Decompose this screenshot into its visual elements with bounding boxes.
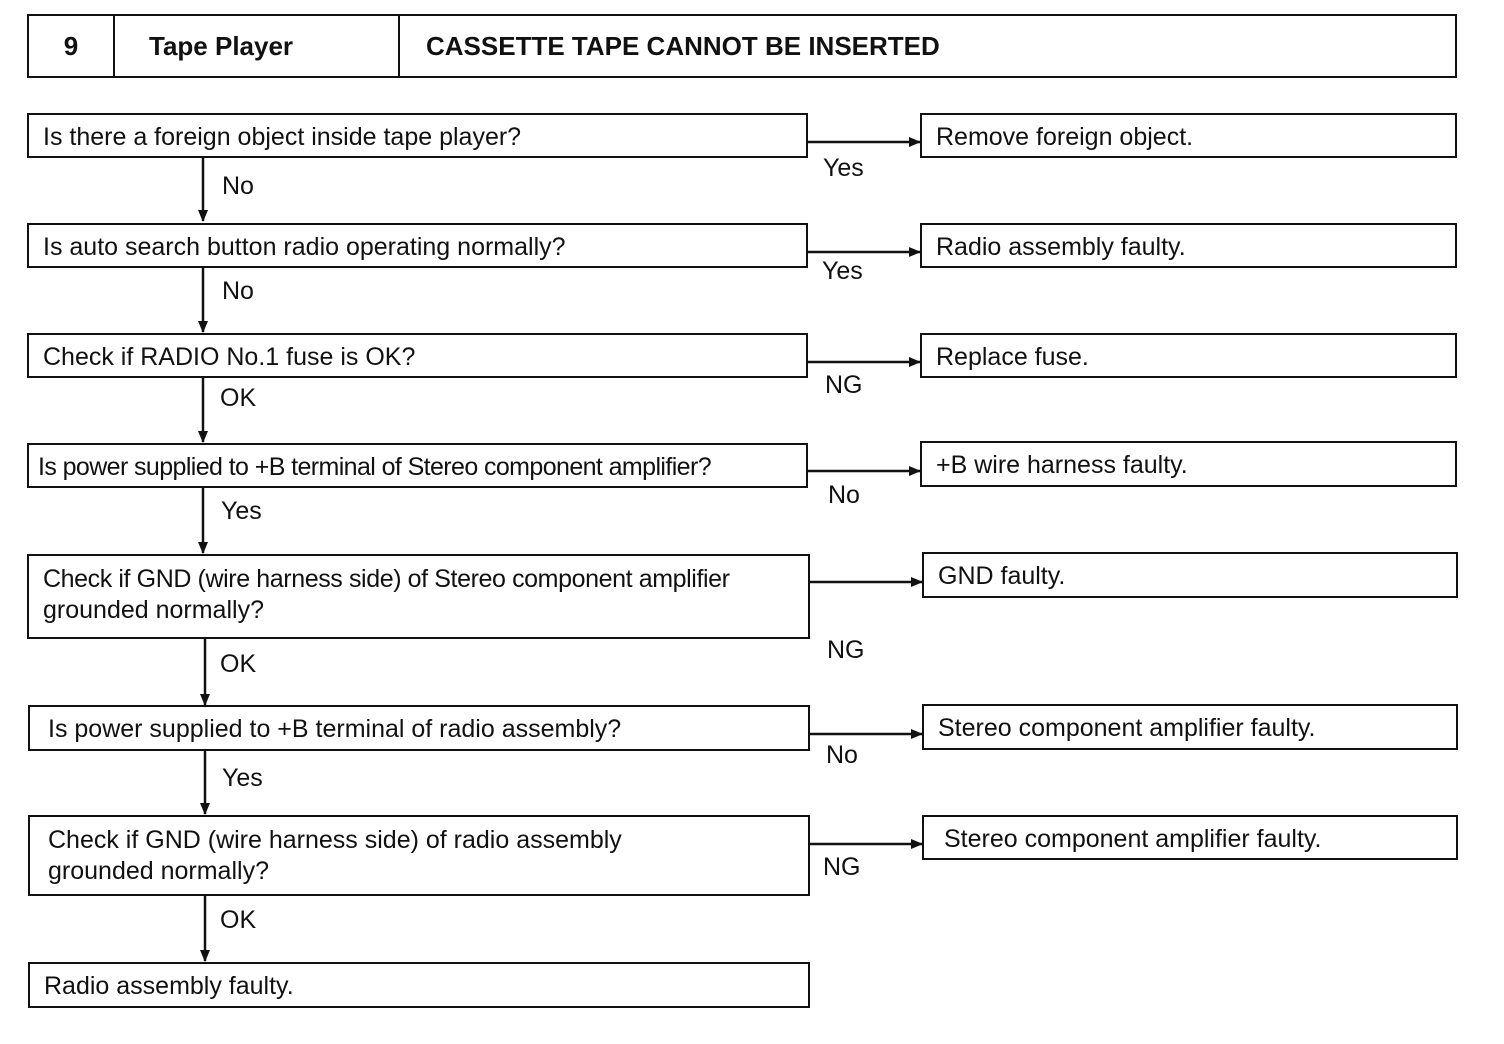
side-label-4: No	[828, 481, 860, 509]
side-label-1: Yes	[823, 154, 864, 182]
question-text-line-1: Check if GND (wire harness side) of radi…	[48, 826, 622, 854]
down-label-4: Yes	[221, 497, 262, 525]
result-box-1: Remove foreign object.	[920, 113, 1457, 158]
result-box-2: Radio assembly faulty.	[920, 223, 1457, 268]
down-label-1: No	[222, 172, 254, 200]
result-box-7: Stereo component amplifier faulty.	[922, 815, 1458, 860]
question-text: Is auto search button radio operating no…	[43, 233, 566, 261]
question-text-line-1: Check if GND (wire harness side) of Ster…	[43, 565, 730, 593]
system-name: Tape Player	[115, 16, 400, 76]
question-text: Check if RADIO No.1 fuse is OK?	[43, 343, 416, 371]
question-box-7: Check if GND (wire harness side) of radi…	[28, 815, 810, 896]
result-text: Stereo component amplifier faulty.	[938, 714, 1316, 742]
question-box-1: Is there a foreign object inside tape pl…	[27, 113, 808, 158]
question-text-line-2: grounded normally?	[43, 596, 264, 624]
result-box-3: Replace fuse.	[920, 333, 1457, 378]
result-text: Stereo component amplifier faulty.	[944, 825, 1322, 853]
result-box-5: GND faulty.	[922, 552, 1458, 598]
section-number: 9	[29, 16, 115, 76]
question-box-4: Is power supplied to +B terminal of Ster…	[27, 443, 808, 488]
down-label-2: No	[222, 277, 254, 305]
question-text: Is power supplied to +B terminal of radi…	[48, 715, 622, 743]
result-text: Radio assembly faulty.	[936, 233, 1186, 261]
question-text-line-2: grounded normally?	[48, 857, 269, 885]
question-text: Is power supplied to +B terminal of Ster…	[38, 453, 712, 481]
side-label-7: NG	[823, 853, 861, 881]
result-text: GND faulty.	[938, 562, 1066, 590]
result-box-4: +B wire harness faulty.	[920, 441, 1457, 487]
side-label-5: NG	[827, 636, 865, 664]
down-label-7: OK	[220, 906, 257, 934]
question-text: Is there a foreign object inside tape pl…	[43, 123, 522, 151]
down-label-3: OK	[220, 384, 257, 412]
final-result-box: Radio assembly faulty.	[28, 962, 810, 1008]
question-box-6: Is power supplied to +B terminal of radi…	[28, 705, 810, 751]
question-box-3: Check if RADIO No.1 fuse is OK?	[27, 333, 808, 378]
question-box-2: Is auto search button radio operating no…	[27, 223, 808, 268]
result-box-6: Stereo component amplifier faulty.	[922, 704, 1458, 750]
result-text: Replace fuse.	[936, 343, 1089, 371]
down-label-6: Yes	[222, 764, 263, 792]
side-label-2: Yes	[822, 257, 863, 285]
side-label-6: No	[826, 741, 858, 769]
header-table: 9 Tape Player CASSETTE TAPE CANNOT BE IN…	[27, 14, 1457, 78]
down-label-5: OK	[220, 650, 257, 678]
side-label-3: NG	[825, 371, 863, 399]
final-result-text: Radio assembly faulty.	[44, 972, 294, 1000]
result-text: Remove foreign object.	[936, 123, 1194, 151]
problem-title: CASSETTE TAPE CANNOT BE INSERTED	[426, 30, 940, 61]
result-text: +B wire harness faulty.	[936, 451, 1188, 479]
question-box-5: Check if GND (wire harness side) of Ster…	[27, 554, 810, 639]
